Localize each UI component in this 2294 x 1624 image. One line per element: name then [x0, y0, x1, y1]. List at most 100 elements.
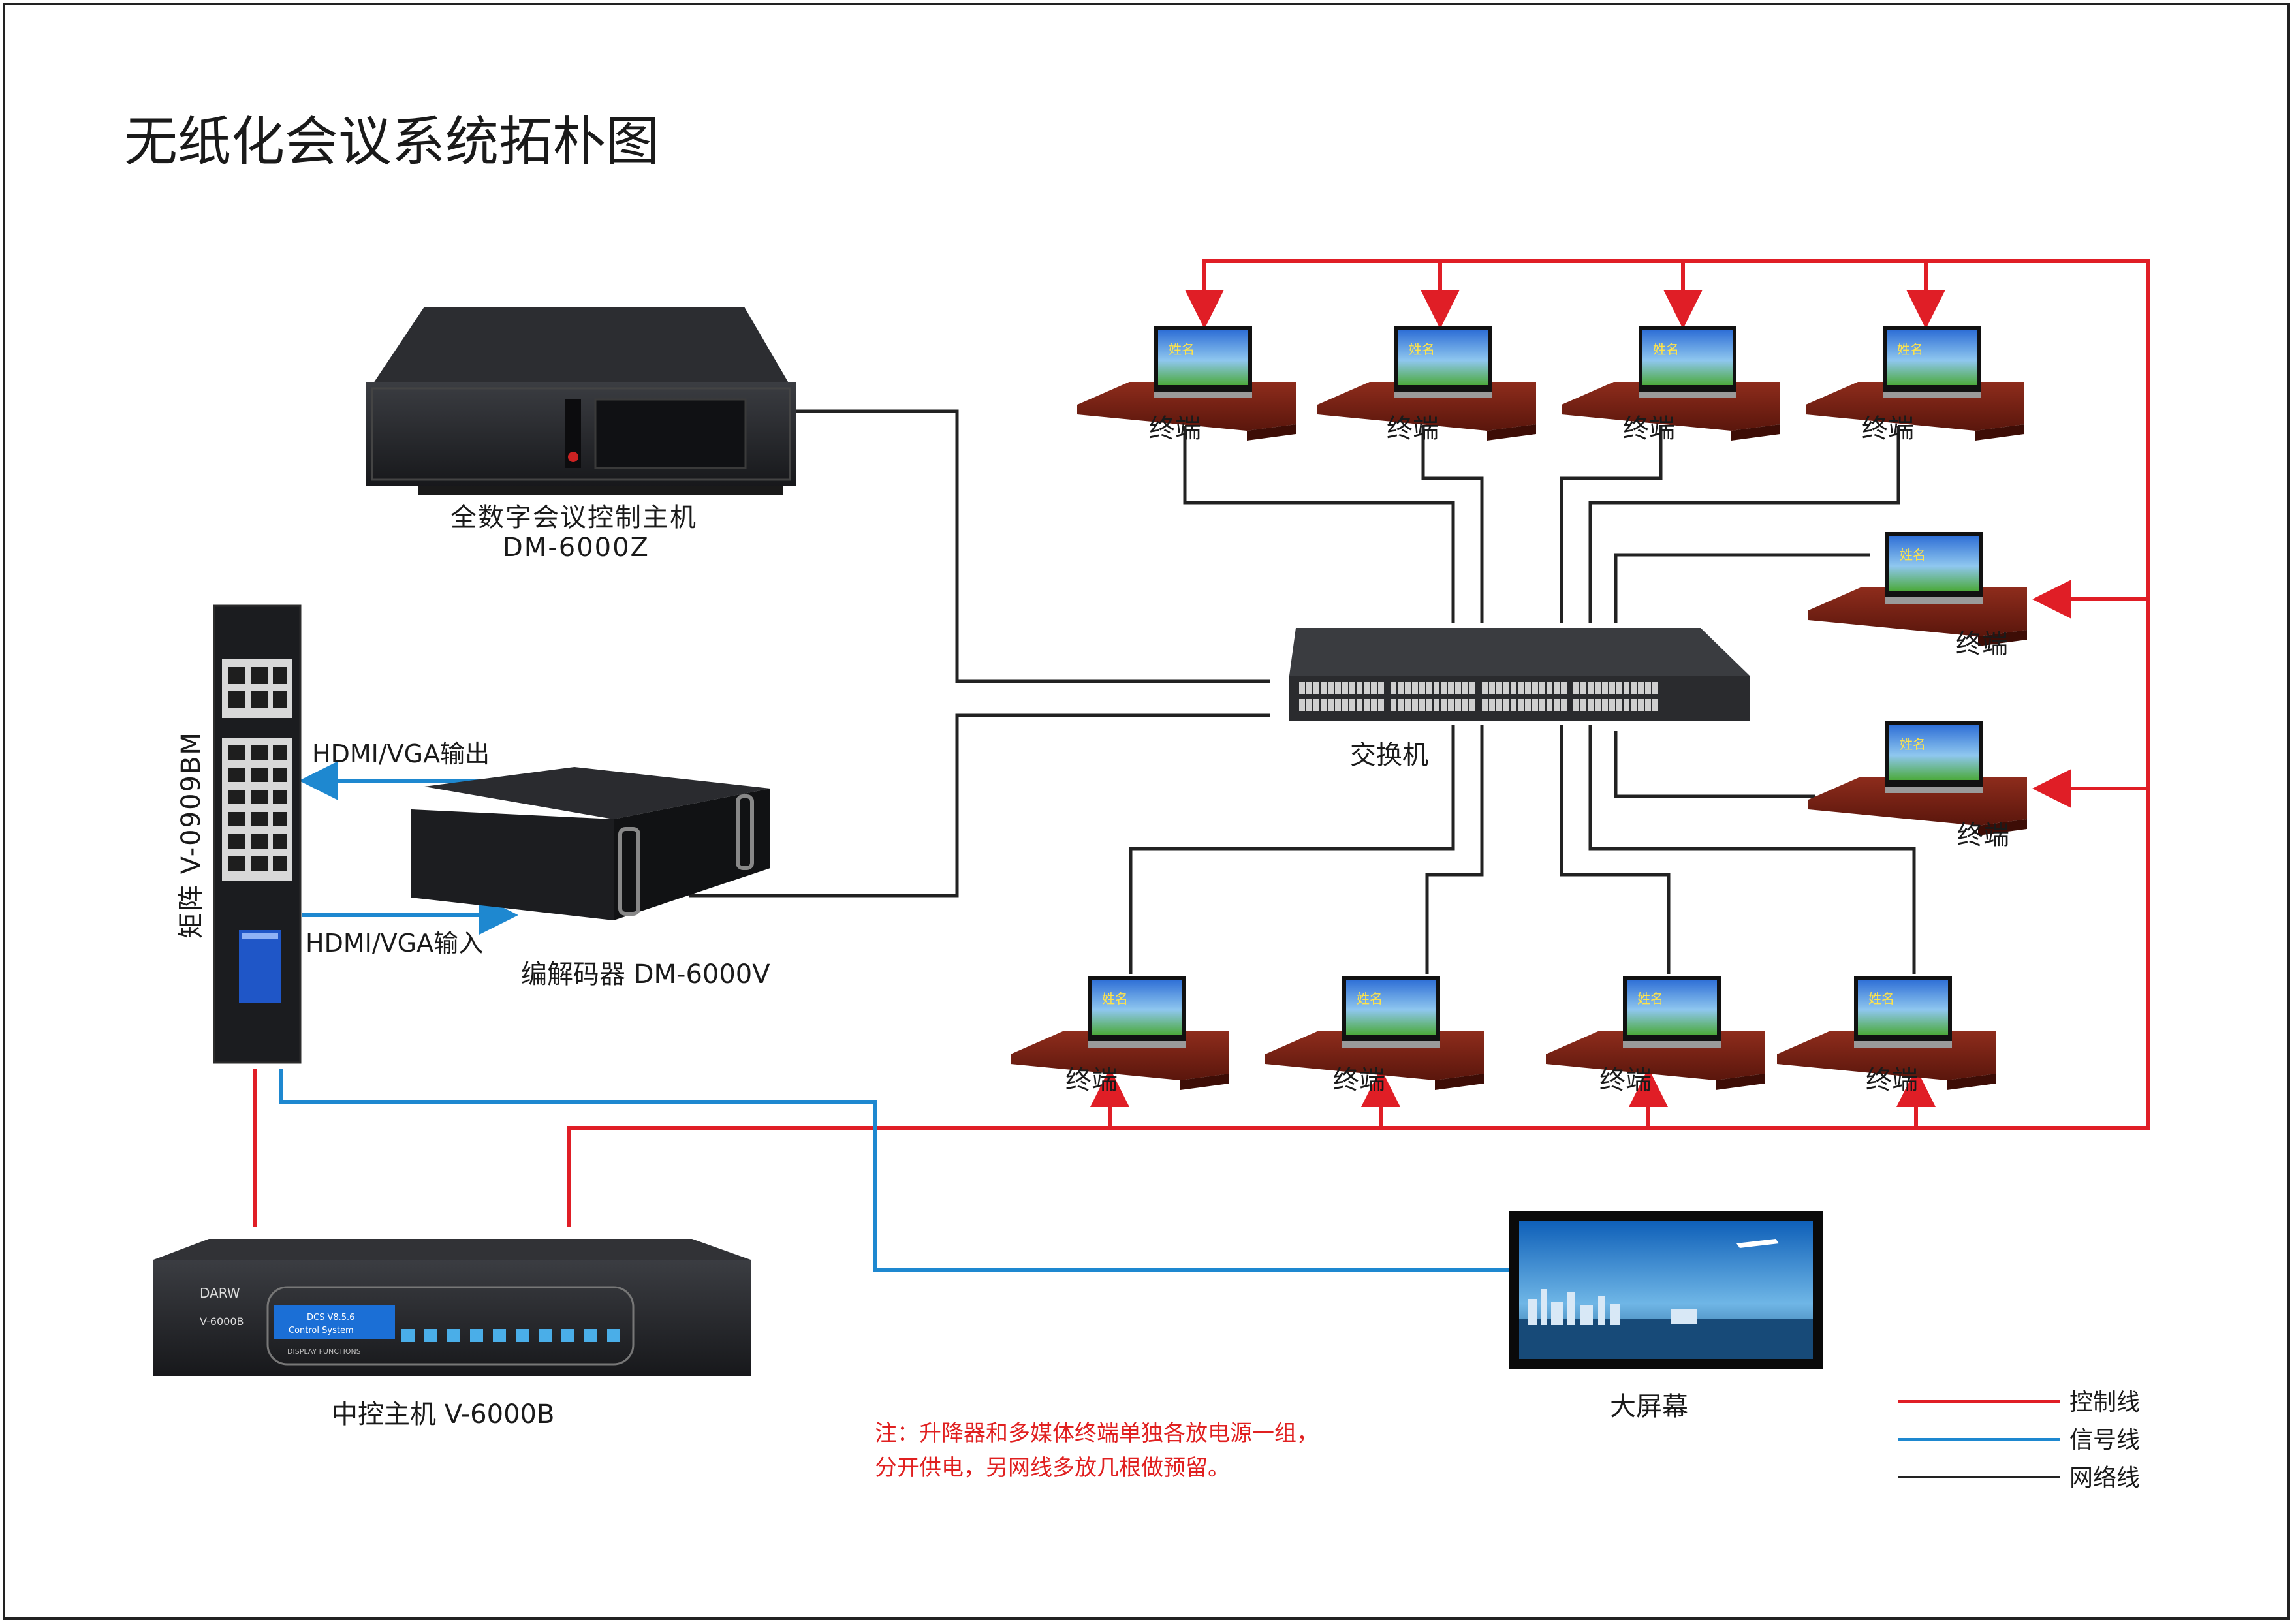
switch-port	[1561, 682, 1567, 694]
switch-port	[1378, 682, 1384, 694]
switch-port	[1342, 699, 1348, 711]
terminal-label: 终端	[1599, 1065, 1652, 1095]
central-brand: DARW	[200, 1285, 240, 1301]
switch-port	[1580, 699, 1586, 711]
legend: 控制线 信号线 网络线	[1898, 1389, 2140, 1491]
desk-edge	[1716, 1074, 1765, 1090]
monitor-base	[1154, 392, 1252, 398]
monitor-base	[1088, 1041, 1186, 1048]
terminal-screen-name: 姓名	[1900, 736, 1926, 752]
switch-ports	[1299, 682, 1658, 711]
monitor-screen	[1889, 536, 1979, 591]
switch-port	[1554, 699, 1560, 711]
desk-edge	[1731, 424, 1780, 441]
desk-edge	[1435, 1074, 1484, 1090]
border-frame	[3, 3, 2290, 1620]
switch-port	[1328, 682, 1334, 694]
switch-port	[1539, 699, 1545, 711]
switch-port	[1511, 699, 1516, 711]
note-line-1: 注：升降器和多媒体终端单独各放电源一组，	[875, 1420, 1319, 1446]
desk-edge	[1978, 630, 2027, 646]
switch-port	[1313, 699, 1319, 711]
switch-port	[1489, 699, 1495, 711]
switch-port	[1652, 699, 1658, 711]
terminal-screen-name: 姓名	[1637, 991, 1663, 1007]
switch-label: 交换机	[1350, 740, 1428, 770]
switch-port	[1462, 682, 1468, 694]
terminal-screen-name: 姓名	[1102, 991, 1128, 1007]
host-model-label: DM-6000Z	[503, 533, 650, 563]
switch-port	[1554, 682, 1560, 694]
switch-port	[1588, 699, 1594, 711]
switch-port	[1349, 682, 1355, 694]
central-lcd-line2: Control System	[289, 1326, 354, 1335]
switch-port	[1364, 699, 1370, 711]
host-name-label: 全数字会议控制主机	[450, 503, 697, 533]
switch-port	[1441, 682, 1447, 694]
switch-port	[1412, 699, 1418, 711]
switch-port	[1299, 682, 1305, 694]
switch-port	[1602, 682, 1608, 694]
monitor-screen	[1398, 330, 1488, 385]
switch-port	[1306, 699, 1312, 711]
switch-port	[1482, 699, 1488, 711]
monitor-base	[1394, 392, 1492, 398]
switch-port	[1405, 682, 1411, 694]
switch-port	[1525, 699, 1531, 711]
central-model-plate: V-6000B	[200, 1315, 244, 1328]
switch-port	[1602, 699, 1608, 711]
switch-port	[1455, 682, 1461, 694]
switch-port	[1419, 682, 1425, 694]
monitor-base	[1342, 1041, 1440, 1048]
switch-port	[1462, 699, 1468, 711]
switch-port	[1518, 699, 1524, 711]
switch-port	[1469, 699, 1475, 711]
switch-port	[1357, 699, 1362, 711]
terminal-label: 终端	[1623, 414, 1675, 444]
monitor-screen	[1887, 330, 1977, 385]
central-control-device	[153, 1239, 751, 1376]
switch-port	[1448, 699, 1454, 711]
switch-port	[1532, 682, 1538, 694]
switch-port	[1405, 699, 1411, 711]
switch-port	[1342, 682, 1348, 694]
terminal-label: 终端	[1149, 414, 1201, 444]
switch-port	[1547, 699, 1552, 711]
switch-port	[1482, 682, 1488, 694]
control-lines	[253, 259, 2150, 1227]
monitor-screen	[1889, 725, 1979, 780]
switch-port	[1539, 682, 1545, 694]
switch-port	[1518, 682, 1524, 694]
switch-port	[1335, 682, 1341, 694]
switch-port	[1391, 682, 1396, 694]
terminal-screen-name: 姓名	[1868, 991, 1894, 1007]
switch-port	[1624, 699, 1629, 711]
switch-port	[1511, 682, 1516, 694]
switch-port	[1638, 699, 1644, 711]
monitor-base	[1883, 392, 1981, 398]
switch-port	[1371, 699, 1377, 711]
codec-label: 编解码器 DM-6000V	[521, 960, 770, 990]
hdmi-input-label: HDMI/VGA输入	[306, 929, 483, 958]
switch-port	[1645, 699, 1651, 711]
note-line-2: 分开供电，另网线多放几根做预留。	[875, 1455, 1230, 1481]
switch-port	[1364, 682, 1370, 694]
desk-edge	[1247, 424, 1296, 441]
terminal-screen-name: 姓名	[1409, 341, 1435, 357]
switch-port	[1455, 699, 1461, 711]
hdmi-output-label: HDMI/VGA输出	[312, 740, 490, 768]
central-panel-caption: DISPLAY FUNCTIONS	[287, 1347, 361, 1356]
central-label: 中控主机 V-6000B	[332, 1399, 554, 1429]
monitor-screen	[1092, 980, 1182, 1035]
desk-edge	[1180, 1074, 1229, 1090]
central-lcd-line1: DCS V8.5.6	[307, 1313, 354, 1322]
